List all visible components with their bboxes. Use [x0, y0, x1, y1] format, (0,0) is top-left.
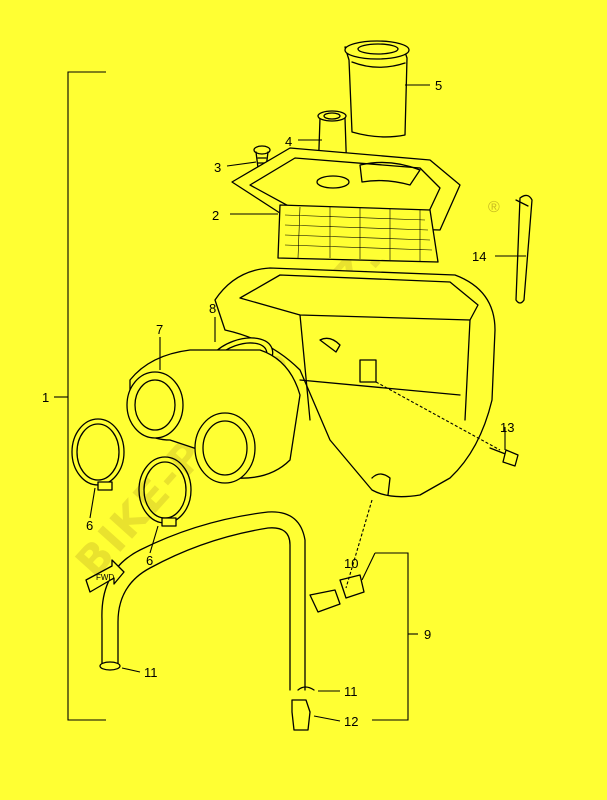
intake-boot-part-7 — [126, 349, 301, 484]
snorkel-duct-part-5 — [344, 40, 410, 138]
clip-part-10 — [339, 574, 365, 599]
callout-11-left: 11 — [144, 665, 158, 680]
callout-6-lower: 6 — [146, 553, 153, 568]
air-cleaner-housing — [214, 267, 496, 498]
callout-labels: 1 2 3 4 5 6 6 7 8 9 10 11 11 12 13 14 — [42, 78, 514, 729]
callout-4: 4 — [285, 134, 292, 149]
callout-10: 10 — [344, 556, 358, 571]
callout-7: 7 — [156, 322, 163, 337]
watermark-registered-mark: ® — [488, 199, 500, 216]
assembly-bracket-9 — [372, 552, 418, 721]
fwd-arrow: FWD — [85, 559, 125, 593]
callout-5: 5 — [435, 78, 442, 93]
callout-6-upper: 6 — [86, 518, 93, 533]
bolt-part-13 — [489, 447, 519, 467]
callout-13: 13 — [500, 420, 514, 435]
callout-9: 9 — [424, 627, 431, 642]
assembly-bracket-1 — [54, 71, 106, 721]
callout-1: 1 — [42, 390, 49, 405]
clamp-part-6-upper — [71, 418, 125, 491]
callout-12: 12 — [344, 714, 358, 729]
strap-part-14 — [515, 194, 533, 304]
callout-3: 3 — [214, 160, 221, 175]
callout-14: 14 — [472, 249, 486, 264]
fwd-arrow-text: FWD — [96, 573, 114, 582]
filter-element-part-2 — [231, 147, 461, 263]
leader-lines — [89, 84, 526, 722]
callout-2: 2 — [212, 208, 219, 223]
callout-8: 8 — [209, 301, 216, 316]
callout-11-right: 11 — [344, 684, 358, 699]
clip-part-11-lower — [297, 686, 315, 691]
drain-hose-part-9 — [99, 511, 341, 731]
clamp-part-6-lower — [138, 456, 192, 527]
